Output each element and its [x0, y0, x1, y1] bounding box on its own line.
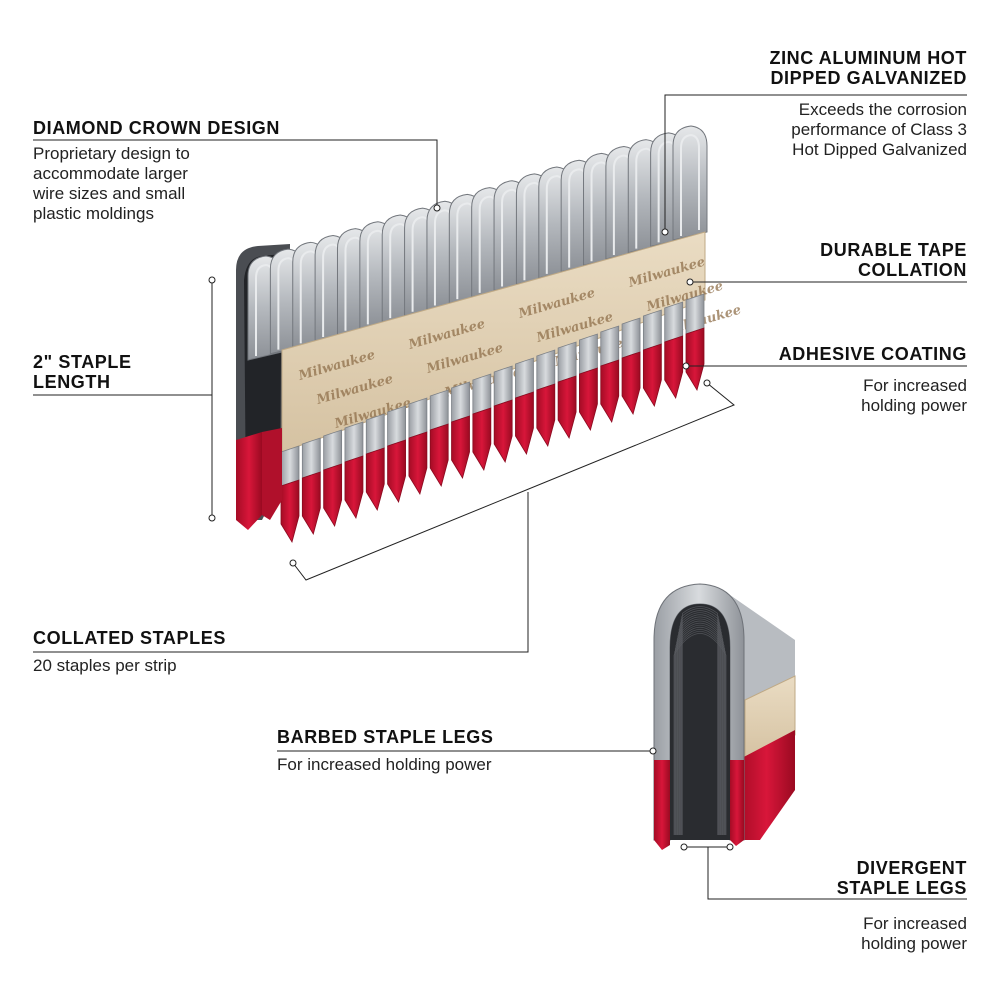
staple-leg	[579, 333, 598, 432]
staple-leg	[387, 405, 406, 504]
staple-leg	[685, 293, 705, 392]
callout-title: COLLATED STAPLES	[33, 628, 226, 648]
callout-description: Exceeds the corrosion performance of Cla…	[791, 100, 967, 159]
callout-title: ADHESIVE COATING	[778, 344, 967, 364]
callout-diamond-crown: DIAMOND CROWN DESIGN Proprietary design …	[33, 118, 393, 224]
staple-leg	[536, 349, 556, 448]
callout-title: DIVERGENT STAPLE LEGS	[836, 858, 967, 898]
callout-title: ZINC ALUMINUM HOT DIPPED GALVANIZED	[769, 48, 967, 88]
staple-crowns	[247, 125, 708, 361]
staple-leg	[301, 437, 321, 536]
staple-leg	[642, 309, 662, 408]
staple-leg	[451, 381, 470, 480]
staple-leg	[323, 429, 343, 528]
leader-lines	[33, 94, 967, 900]
callout-title: 2" STAPLE LENGTH	[33, 352, 132, 392]
staple-leg	[429, 389, 449, 488]
staple-leg	[344, 421, 364, 520]
callout-title: DURABLE TAPE COLLATION	[820, 240, 967, 280]
staple-crown	[672, 125, 708, 241]
small-staple-strip	[653, 583, 796, 850]
callout-collated-staples: COLLATED STAPLES 20 staples per strip	[33, 628, 333, 676]
large-staple-strip: MilwaukeeMilwaukeeMilwaukeeMilwaukeeMilw…	[236, 125, 743, 544]
callout-adhesive-coating: ADHESIVE COATING For increased holding p…	[707, 344, 967, 416]
callout-title: BARBED STAPLE LEGS	[277, 727, 494, 747]
callout-title: DIAMOND CROWN DESIGN	[33, 118, 280, 138]
callout-description: For increased holding power	[861, 376, 967, 415]
staple-leg	[621, 317, 641, 416]
staple-legs	[236, 293, 705, 544]
callout-divergent-legs: DIVERGENT STAPLE LEGS For increased hold…	[747, 858, 967, 954]
callout-description: 20 staples per strip	[33, 656, 177, 675]
callout-durable-tape: DURABLE TAPE COLLATION	[717, 240, 967, 280]
staple-leg	[600, 325, 620, 424]
callout-description: Proprietary design to accommodate larger…	[33, 144, 190, 223]
staple-leg	[493, 365, 513, 464]
collation-tape	[281, 231, 706, 453]
staple-leg	[664, 301, 684, 400]
staple-leg	[557, 341, 577, 440]
callout-description: For increased holding power	[861, 914, 967, 953]
callout-description: For increased holding power	[277, 755, 492, 774]
staple-leg	[365, 413, 385, 512]
staple-leg	[280, 445, 300, 544]
callout-staple-length: 2" STAPLE LENGTH	[33, 352, 233, 392]
callout-barbed-legs: BARBED STAPLE LEGS For increased holding…	[277, 727, 607, 775]
callout-zinc-aluminum: ZINC ALUMINUM HOT DIPPED GALVANIZED Exce…	[667, 48, 967, 160]
staple-leg	[408, 397, 428, 496]
staple-leg	[472, 373, 492, 472]
staple-leg	[515, 357, 534, 456]
